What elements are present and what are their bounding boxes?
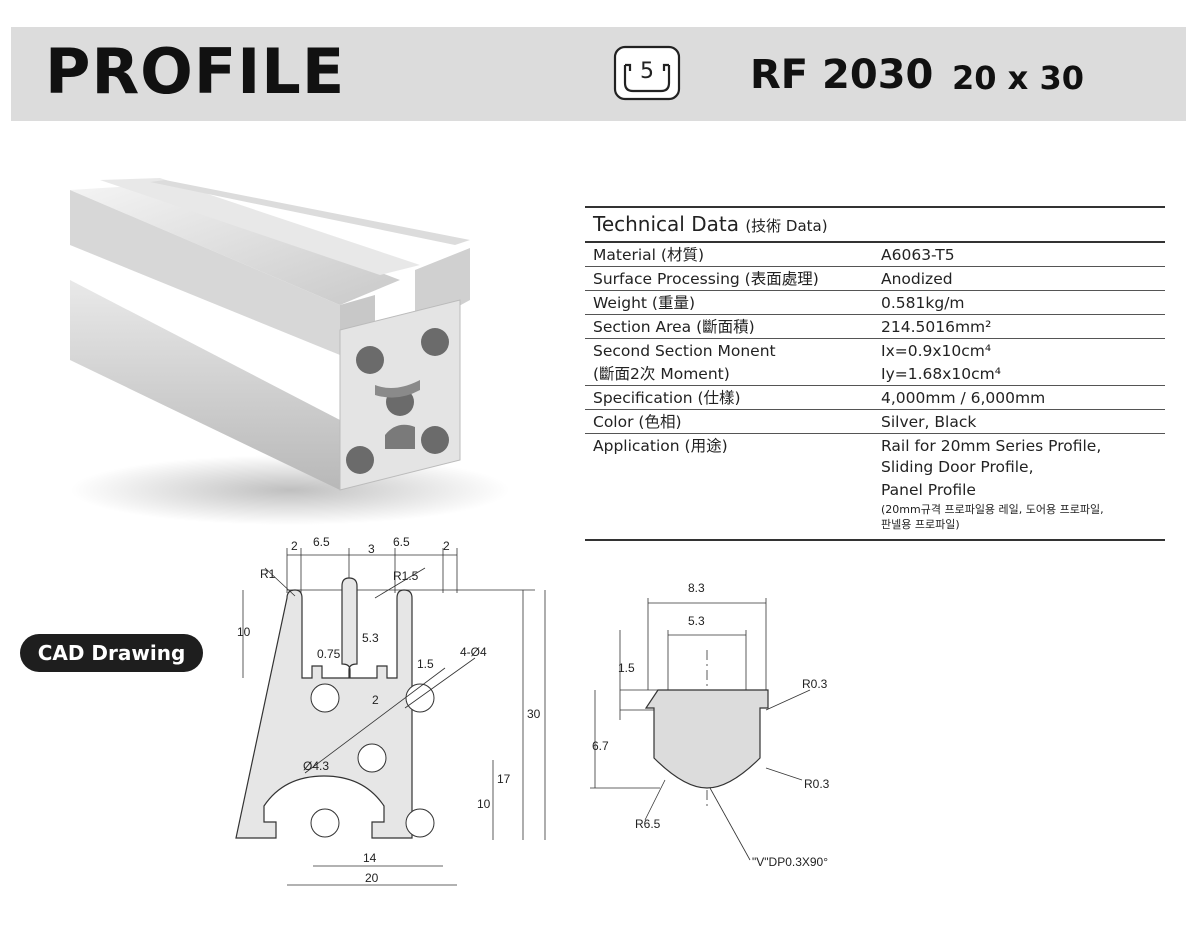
model-name: RF 2030 [750,52,934,98]
cross-section-drawing: 2 6.5 3 6.5 2 R1 R1.5 5.3 10 0.75 1.5 2 … [235,535,546,886]
svg-text:Ø4.3: Ø4.3 [303,759,329,773]
table-row: Application (用途) Rail for 20mm Series Pr… [593,437,1104,531]
table-title: Technical Data (技術 Data) [593,212,828,236]
table-row: Weight (重量)0.581kg/m [585,291,1165,315]
svg-text:5.3: 5.3 [362,631,379,645]
svg-text:2: 2 [291,539,298,553]
header-band [11,27,1186,121]
table-row: Surface Processing (表面處理)Anodized [585,267,1165,291]
svg-text:"V"DP0.3X90°: "V"DP0.3X90° [752,855,828,869]
cad-drawing-label: CAD Drawing [20,634,203,672]
svg-text:2: 2 [443,539,450,553]
table-header: Technical Data (技術 Data) [585,206,1165,243]
svg-text:R6.5: R6.5 [635,817,661,831]
table-end-rule [585,539,1165,541]
svg-text:R0.3: R0.3 [802,677,828,691]
technical-data-table: Technical Data (技術 Data) Material (材質)A6… [585,206,1165,541]
rail-series-number: 5 [640,59,654,84]
svg-text:5.3: 5.3 [688,614,705,628]
svg-text:3: 3 [368,542,375,556]
profile-3d-render [70,178,510,525]
svg-text:20: 20 [365,871,379,885]
svg-text:4-Ø4: 4-Ø4 [460,645,487,659]
svg-text:6.7: 6.7 [592,739,609,753]
svg-text:6.5: 6.5 [313,535,330,549]
svg-text:10: 10 [237,625,251,639]
table-row: Section Area (斷面積)214.5016mm² [585,315,1165,339]
svg-text:R0.3: R0.3 [804,777,830,791]
svg-text:17: 17 [497,772,511,786]
svg-text:8.3: 8.3 [688,581,705,595]
table-row: (斷面2次 Moment)Iy=1.68x10cm⁴ [585,362,1165,386]
svg-text:6.5: 6.5 [393,535,410,549]
svg-text:14: 14 [363,851,377,865]
svg-text:10: 10 [477,797,491,811]
svg-text:R1: R1 [260,567,276,581]
model-size: 20 x 30 [952,59,1084,97]
svg-text:0.75: 0.75 [317,647,341,661]
groove-detail-drawing: 8.3 5.3 1.5 6.7 R0.3 R0.3 R6.5 "V"DP0.3X… [590,581,830,869]
svg-text:1.5: 1.5 [417,657,434,671]
svg-text:2: 2 [372,693,379,707]
table-row: Specification (仕樣)4,000mm / 6,000mm [585,386,1165,410]
svg-text:1.5: 1.5 [618,661,635,675]
page-title: PROFILE [45,35,346,108]
table-row: Material (材質)A6063-T5 [585,243,1165,267]
svg-text:R1.5: R1.5 [393,569,419,583]
table-row: Color (色相)Silver, Black [585,410,1165,434]
rail-series-icon: 5 [613,45,681,101]
svg-text:30: 30 [527,707,541,721]
